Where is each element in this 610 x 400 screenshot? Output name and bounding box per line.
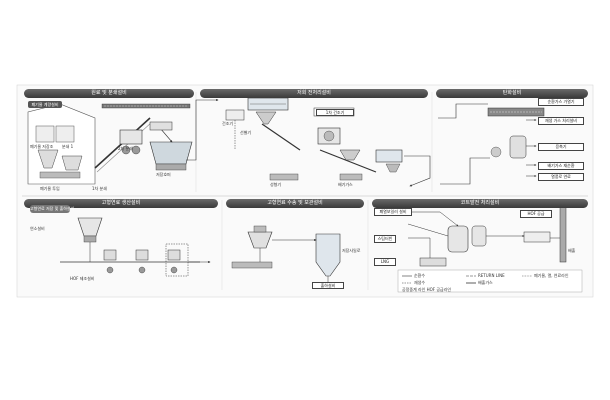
silo-label: HOF 제조설비 xyxy=(70,276,95,281)
section-header-gas-treatment: 탄화설비 xyxy=(436,89,588,98)
legend-label-1: 순환수 xyxy=(414,273,426,278)
fan-box-label: 배기가스 xyxy=(338,182,353,187)
section-header-recovery: 고형연료 수송 및 보관설비 xyxy=(226,199,364,208)
bottom-tank-box: 출하설비 xyxy=(312,282,344,289)
legend-label-2: RETURN LINE xyxy=(478,273,505,278)
right-box-2: 스팀터빈 xyxy=(374,235,396,243)
press-label: 성형기 xyxy=(270,182,282,187)
gas-box-2: 재생 가스 처리설비 xyxy=(538,117,584,125)
dryer-tag-label: 건조기 xyxy=(222,121,234,126)
gas-box-4: 배기가스 재순환 xyxy=(538,162,584,170)
right-box-4: HOF 공급 xyxy=(520,210,552,218)
feeder-1-label: 2차 분쇄 xyxy=(118,146,133,151)
legend-title-box: 폐기물 계량설비 xyxy=(28,101,62,108)
bottom-left-box-1: 고형연료 저장 및 출하설비 xyxy=(30,205,75,213)
section-header-crushing: 원료 및 분쇄설비 xyxy=(24,89,194,98)
right-tag-label: 배출 xyxy=(568,248,576,253)
legend-label-5: 배출가스 xyxy=(478,280,493,285)
bottom-silo-label: 저장사일로 xyxy=(342,248,361,253)
gas-box-1: 순환가스 가열기 xyxy=(538,98,584,106)
legend-label-3: 폐기물, 열, 연료라인 xyxy=(534,273,569,278)
sieve-label: 선별기 xyxy=(240,130,252,135)
section-header-heat: 코트발전 처리설비 xyxy=(372,199,588,208)
bottom-left-label-2: 연소설비 xyxy=(30,226,45,231)
dryer-box: 1차 건조기 xyxy=(316,109,354,116)
gas-box-3: 응축기 xyxy=(538,143,584,151)
conveyor-1-label: 1차 분쇄 xyxy=(92,186,107,191)
storage-bin-label: 저장호퍼 xyxy=(156,172,171,177)
right-box-1: 폐열보일러 설비 xyxy=(374,208,412,216)
legend-label-6: 공정중계 라인 HOF 공급라인 xyxy=(402,287,452,292)
crusher-box-label: 폐기물 투입 xyxy=(40,186,60,191)
hopper-a-label: 폐기물 저장조 xyxy=(30,144,54,149)
hopper-b-label: 분쇄 1 xyxy=(62,144,74,149)
section-header-storage: 고형연료 생산설비 xyxy=(24,199,218,208)
right-box-3: LNG xyxy=(374,258,396,266)
section-header-pyrolysis: 저회 전처리설비 xyxy=(200,89,428,98)
legend-label-4: 재생수 xyxy=(414,280,426,285)
gas-box-5: 열풍로 연료 xyxy=(538,173,584,181)
